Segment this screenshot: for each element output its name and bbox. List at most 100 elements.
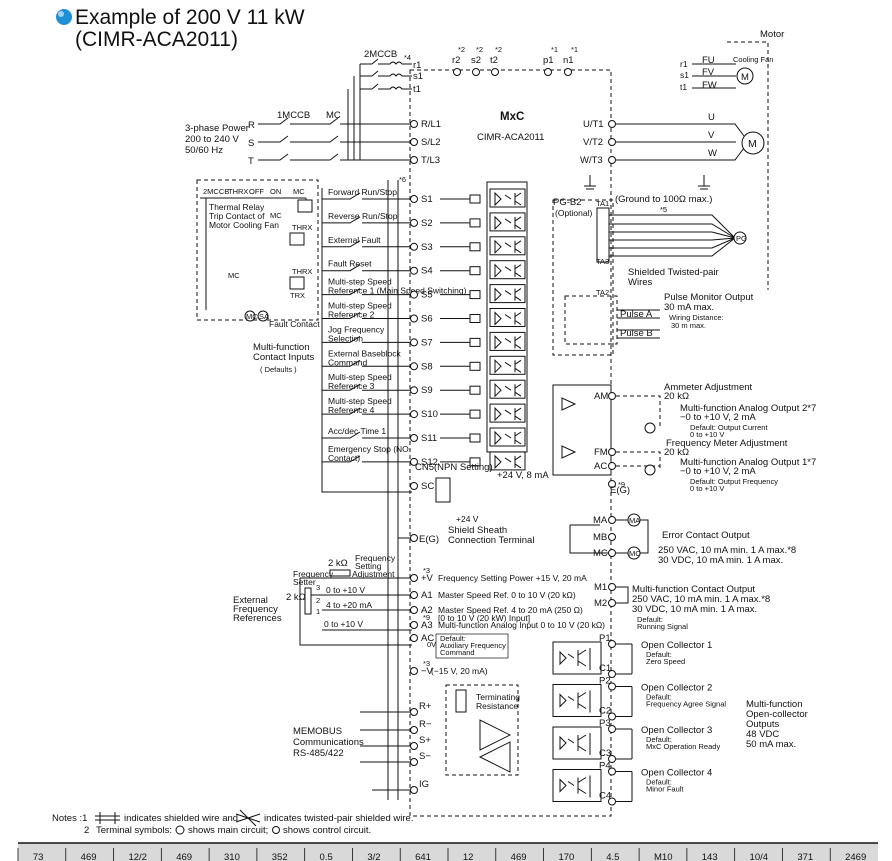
fan-r1-label: r1 bbox=[680, 59, 688, 69]
ao2-title: Multi-function Analog Output 2*7 bbox=[680, 403, 816, 414]
input-terminal-s10-icon bbox=[410, 410, 418, 419]
optocoupler-s4-icon bbox=[489, 260, 526, 280]
input-resistor-s12-icon bbox=[469, 457, 481, 467]
note-1b: indicates twisted-pair shielded wire. bbox=[264, 813, 413, 824]
power-input-section: 2MCCB *4 r1 s1 t1 3-phase Power 200 to 2… bbox=[185, 49, 441, 167]
input-label-s2: Reverse Run/Stop bbox=[328, 211, 398, 221]
ain-note-a3: *9 bbox=[423, 613, 430, 622]
pot1-label-3: Adjustment bbox=[352, 569, 395, 579]
aux-s1-wire bbox=[360, 70, 412, 77]
ain-terminal-a2-icon bbox=[410, 606, 418, 614]
input-terminal-s2-icon bbox=[410, 218, 418, 227]
oc-c2-terminal-icon bbox=[608, 712, 616, 721]
title-bullet-highlight-icon bbox=[58, 11, 64, 17]
pulse-b-label: Pulse B bbox=[620, 328, 653, 339]
memobus-wires bbox=[360, 711, 412, 791]
fault-contact-section: MA MB MC MA MC Error Contact Output 250 … bbox=[569, 513, 796, 566]
pulse-a-label: Pulse A bbox=[620, 309, 653, 320]
pin-1-label: 1 bbox=[316, 607, 320, 616]
ain-desc-v: (−15 V, 20 mA) bbox=[431, 666, 488, 676]
table-strip-cell: 73 bbox=[33, 852, 44, 861]
memobus-terminal-0-icon bbox=[410, 708, 418, 716]
ground-icon-2 bbox=[698, 175, 710, 190]
input-supply-label: +24 V, 8 mA bbox=[497, 470, 549, 481]
mf-contact-spec-1: 250 VAC, 10 mA min. 1 A max.*8 bbox=[632, 594, 770, 605]
input-resistor-s11-icon bbox=[469, 433, 481, 443]
input-term-label-s6: S6 bbox=[421, 314, 433, 325]
fm-terminal-icon bbox=[608, 448, 616, 456]
pg-ground-label: (Ground to 100Ω max.) bbox=[615, 194, 712, 205]
note-6-label: *6 bbox=[399, 175, 406, 184]
input-label-s5-line2: Reference 1 (Main Speed Switching) bbox=[328, 286, 467, 296]
motor-label: Motor bbox=[760, 29, 784, 40]
input-term-label-s12: S12 bbox=[421, 457, 438, 468]
ammeter-adjust-label: Ammeter Adjustment bbox=[664, 382, 753, 393]
ain-term-label-a2: A2 bbox=[421, 605, 433, 616]
optocoupler-s9-diode-icon bbox=[494, 382, 522, 398]
input-label-s12: Emergency Stop (NO bbox=[328, 444, 409, 454]
memobus-terminal-4-icon bbox=[410, 786, 418, 794]
sequence-circuit: 2MCCB THRX OFF ON MC Thermal Relay Trip … bbox=[196, 179, 320, 329]
zero-v-label: 0V bbox=[427, 640, 436, 649]
input-resistor-s10-icon bbox=[469, 409, 481, 419]
input-terminal-s7-icon bbox=[410, 338, 418, 347]
ext-ref-label-3: References bbox=[233, 613, 282, 624]
ma-lamp-label: MA bbox=[629, 516, 640, 525]
eg2-terminal-icon bbox=[608, 480, 616, 488]
a2-extra-label: [0 to 10 V (20 kW) Input] bbox=[438, 613, 530, 623]
inverter-name: MxC bbox=[500, 111, 524, 123]
ao1-default-2: 0 to +10 V bbox=[690, 484, 724, 493]
note-4-label: *4 bbox=[404, 53, 411, 62]
oc-p2-default-1: Default: bbox=[646, 693, 672, 702]
note-5-label: *5 bbox=[660, 205, 667, 214]
memobus-label-1: MEMOBUS bbox=[293, 726, 342, 737]
note-9-label: *9 bbox=[618, 480, 625, 489]
aux-t1-label: t1 bbox=[413, 84, 421, 95]
optocoupler-s8-icon bbox=[489, 355, 526, 375]
ain-term-label-a1: A1 bbox=[421, 590, 433, 601]
r2-terminal-icon bbox=[453, 68, 461, 76]
pg-encoder-icon bbox=[733, 231, 747, 245]
m1-label: M1 bbox=[594, 582, 607, 593]
setter-label-2: Setter bbox=[293, 577, 316, 587]
fault-output-wires bbox=[616, 519, 649, 554]
rl1-terminal-icon bbox=[410, 120, 418, 128]
s2-note: *2 bbox=[476, 45, 483, 54]
pg-card-section: PG-B2 (Optional) TA1 (Ground to 100Ω max… bbox=[552, 194, 754, 356]
input-terminal-s1-icon bbox=[410, 195, 418, 203]
optocoupler-s3-diode-icon bbox=[494, 239, 522, 255]
oc-p1-wires bbox=[616, 643, 633, 675]
inverter-model: CIMR-ACA2011 bbox=[477, 132, 544, 143]
mb-label: MB bbox=[593, 532, 607, 543]
input-label-s1: Forward Run/Stop bbox=[328, 187, 397, 197]
input-term-label-s1: S1 bbox=[421, 194, 433, 205]
pot1-icon bbox=[329, 569, 351, 577]
p1-terminal-icon bbox=[544, 68, 552, 76]
seq-sa-lamp-icon bbox=[257, 310, 269, 322]
setter-label-1: Frequency bbox=[293, 569, 334, 579]
t2-note: *2 bbox=[495, 45, 502, 54]
seq-contact-thrx-2: THRX bbox=[292, 267, 312, 276]
relay-text-1: Thermal Relay bbox=[209, 202, 265, 212]
eg-terminal-icon bbox=[410, 534, 418, 542]
fan-wires bbox=[692, 63, 736, 89]
note-main-circuit: shows main circuit; bbox=[188, 825, 268, 836]
ain-terminal-a1-icon bbox=[410, 591, 418, 599]
a3-default-1: Default: bbox=[440, 634, 466, 643]
pulse-wires bbox=[617, 309, 660, 339]
ext-ref-label-1: External bbox=[233, 595, 268, 606]
table-strip-cell: 469 bbox=[176, 852, 192, 861]
ain-term-label-v: +V bbox=[421, 573, 434, 584]
seq-on-label: ON bbox=[270, 187, 281, 196]
ext-ref-label-2: Frequency bbox=[233, 604, 278, 615]
input-resistor-s4-icon bbox=[469, 266, 481, 276]
input-terminal-s11-icon bbox=[410, 434, 418, 442]
fan-fu-label: FU bbox=[702, 55, 715, 66]
table-strip-cell: 469 bbox=[81, 852, 97, 861]
ma-lamp-icon bbox=[627, 513, 641, 527]
terminating-label: Terminating bbox=[476, 692, 520, 702]
oc-p4-box bbox=[552, 769, 602, 802]
wiring-distance-label: Wiring Distance: bbox=[669, 313, 724, 322]
mf-contact-spec-2: 30 VDC, 10 mA min. 1 A max. bbox=[632, 604, 757, 615]
oc-p3-wires bbox=[616, 728, 633, 760]
